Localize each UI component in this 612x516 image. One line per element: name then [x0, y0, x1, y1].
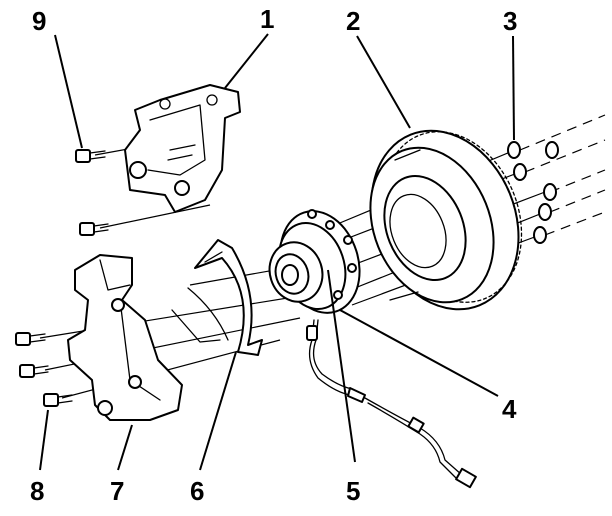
caliper-bolt-icon [75, 149, 109, 236]
callout-1: 1 [260, 4, 274, 34]
splash-shield-icon [171, 239, 263, 356]
callout-2: 2 [346, 6, 360, 36]
callout-9: 9 [32, 6, 46, 36]
callout-3: 3 [503, 6, 517, 36]
callout-5: 5 [346, 476, 360, 506]
brake-caliper-icon [124, 84, 241, 213]
callout-8: 8 [30, 476, 44, 506]
brake-rotor-icon [369, 129, 523, 311]
steering-knuckle-icon [67, 254, 183, 421]
lug-nut-icon [507, 141, 559, 244]
hub-bolt-icon [15, 332, 73, 407]
wheel-hub-bearing-icon [268, 209, 361, 314]
callout-4: 4 [502, 394, 517, 424]
wheel-speed-sensor-icon [306, 319, 477, 489]
callout-6: 6 [190, 476, 204, 506]
leader-lines [39, 33, 515, 471]
callout-labels: 1 2 3 4 5 6 7 8 9 [30, 4, 517, 506]
callout-7: 7 [110, 476, 124, 506]
